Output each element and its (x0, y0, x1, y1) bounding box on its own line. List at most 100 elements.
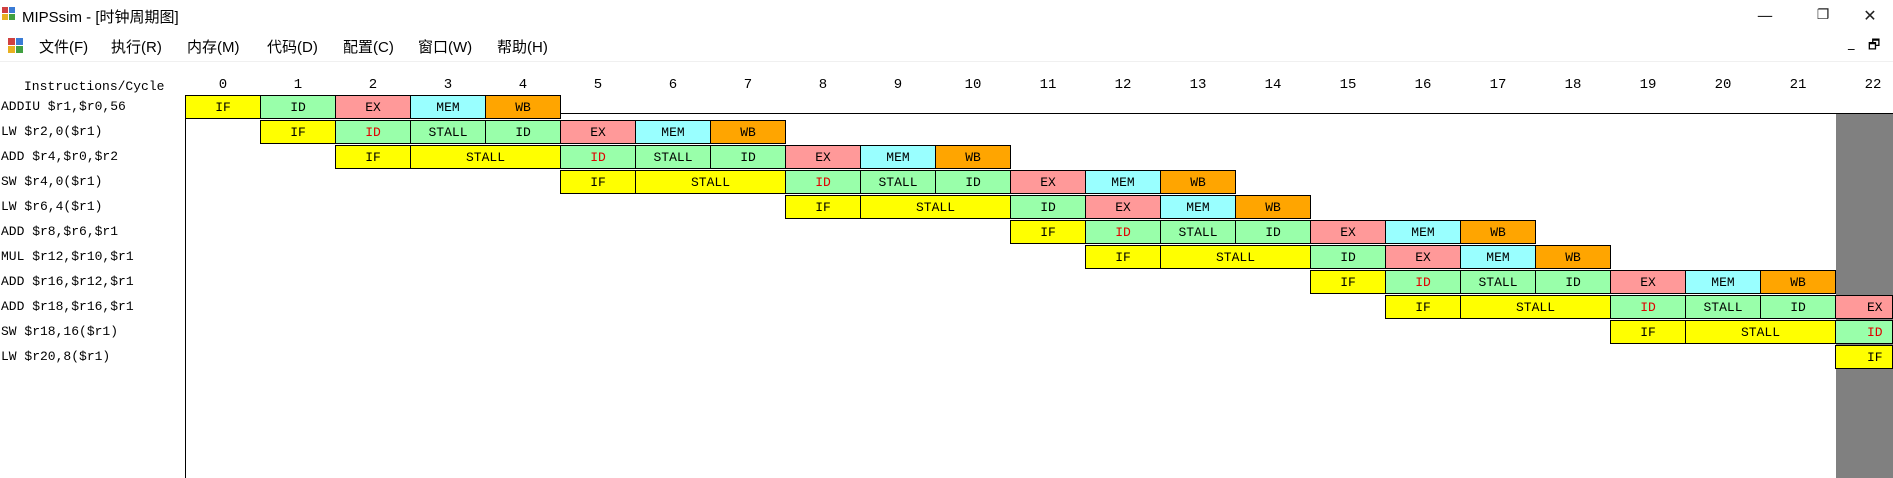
header-divider (186, 113, 1893, 114)
menu-bar: 文件(F) 执行(R) 内存(M) 代码(D) 配置(C) 窗口(W) 帮助(H… (0, 30, 1893, 62)
stage-ex-cell: EX (1085, 195, 1161, 219)
stage-mem-cell: MEM (635, 120, 711, 144)
stage-id-cell: ID (1310, 245, 1386, 269)
stage-if-cell: IF (1835, 345, 1893, 369)
stage-wb-cell: WB (1460, 220, 1536, 244)
cycle-number: 17 (1489, 77, 1507, 93)
stage-ex-cell: EX (1835, 295, 1893, 319)
stage-mem-cell: MEM (410, 95, 486, 119)
menu-file[interactable]: 文件(F) (39, 39, 89, 56)
instruction-label: LW $r2,0($r1) (1, 124, 103, 139)
stage-mem-cell: MEM (860, 145, 936, 169)
menu-config[interactable]: 配置(C) (343, 39, 394, 56)
menu-memory[interactable]: 内存(M) (187, 39, 240, 56)
cycle-number: 12 (1114, 77, 1132, 93)
instruction-label: MUL $r12,$r10,$r1 (1, 249, 134, 264)
stage-ex-cell: EX (1010, 170, 1086, 194)
stage-id-cell: ID (785, 170, 861, 194)
instruction-label: ADD $r16,$r12,$r1 (1, 274, 134, 289)
menu-code[interactable]: 代码(D) (267, 39, 318, 56)
stage-wb-cell: WB (1160, 170, 1236, 194)
maximize-button[interactable]: ❐ (1816, 7, 1830, 23)
stage-wb-cell: WB (1535, 245, 1611, 269)
stage-id-cell: ID (260, 95, 336, 119)
cycle-number: 22 (1864, 77, 1882, 93)
menu-window[interactable]: 窗口(W) (418, 39, 473, 56)
instruction-label: SW $r4,0($r1) (1, 174, 103, 189)
stage-mem-cell: MEM (1685, 270, 1761, 294)
stage-ex-cell: EX (335, 95, 411, 119)
stage-id-cell: ID (485, 120, 561, 144)
instruction-label: ADD $r18,$r16,$r1 (1, 299, 134, 314)
stage-stall-cell: STALL (1160, 220, 1236, 244)
stage-id-cell: ID (335, 120, 411, 144)
instruction-axis-divider (185, 113, 186, 478)
cycle-number: 15 (1339, 77, 1357, 93)
cycle-number: 0 (218, 77, 228, 93)
stage-ex-cell: EX (1610, 270, 1686, 294)
cycle-number: 3 (443, 77, 453, 93)
cycle-number: 10 (964, 77, 982, 93)
stage-ex-cell: EX (560, 120, 636, 144)
close-button[interactable]: ✕ (1863, 5, 1877, 25)
stage-id-cell: ID (1235, 220, 1311, 244)
cycle-number: 6 (668, 77, 678, 93)
stage-id-cell: ID (710, 145, 786, 169)
title-bar: MIPSsim - [时钟周期图] — ❐ ✕ (0, 0, 1893, 30)
stage-if-cell: IF (1010, 220, 1086, 244)
cycle-number: 4 (518, 77, 528, 93)
menu-icon[interactable] (8, 38, 24, 54)
cycle-number: 13 (1189, 77, 1207, 93)
stage-mem-cell: MEM (1085, 170, 1161, 194)
cycle-number: 1 (293, 77, 303, 93)
stage-if-cell: IF (1085, 245, 1161, 269)
menu-help[interactable]: 帮助(H) (497, 39, 548, 56)
cycle-number: 5 (593, 77, 603, 93)
stage-wb-cell: WB (1235, 195, 1311, 219)
stage-id-cell: ID (1610, 295, 1686, 319)
stage-id-cell: ID (1760, 295, 1836, 319)
cycle-number: 14 (1264, 77, 1282, 93)
window-title: MIPSsim - [时钟周期图] (22, 9, 179, 26)
cycle-number: 16 (1414, 77, 1432, 93)
stage-ex-cell: EX (1385, 245, 1461, 269)
minimize-button[interactable]: — (1757, 5, 1773, 25)
instruction-label: LW $r20,8($r1) (1, 349, 111, 364)
stage-if-cell: IF (1385, 295, 1461, 319)
cycle-number: 7 (743, 77, 753, 93)
stage-wb-cell: WB (710, 120, 786, 144)
stage-if-cell: IF (1310, 270, 1386, 294)
stage-id-cell: ID (1835, 320, 1893, 344)
stage-mem-cell: MEM (1385, 220, 1461, 244)
stage-stall-cell: STALL (1160, 245, 1311, 269)
cycle-number: 8 (818, 77, 828, 93)
stage-if-cell: IF (260, 120, 336, 144)
stage-if-cell: IF (1610, 320, 1686, 344)
instruction-label: SW $r18,16($r1) (1, 324, 119, 339)
cycle-number: 18 (1564, 77, 1582, 93)
cycle-number: 20 (1714, 77, 1732, 93)
instruction-label: LW $r6,4($r1) (1, 199, 103, 214)
stage-mem-cell: MEM (1160, 195, 1236, 219)
stage-stall-cell: STALL (1685, 295, 1761, 319)
stage-stall-cell: STALL (1460, 295, 1611, 319)
stage-id-cell: ID (1085, 220, 1161, 244)
cycle-number: 19 (1639, 77, 1657, 93)
cycle-number: 9 (893, 77, 903, 93)
mdi-restore-button[interactable]: 🗗 (1868, 38, 1881, 53)
stage-stall-cell: STALL (1460, 270, 1536, 294)
stage-if-cell: IF (785, 195, 861, 219)
stage-stall-cell: STALL (410, 145, 561, 169)
cycle-number: 11 (1039, 77, 1057, 93)
stage-id-cell: ID (560, 145, 636, 169)
stage-if-cell: IF (335, 145, 411, 169)
stage-if-cell: IF (185, 95, 261, 119)
stage-ex-cell: EX (785, 145, 861, 169)
app-icon[interactable] (2, 7, 16, 21)
instructions-cycle-header: Instructions/Cycle (24, 79, 165, 94)
cycle-number: 21 (1789, 77, 1807, 93)
menu-run[interactable]: 执行(R) (111, 39, 162, 56)
stage-id-cell: ID (935, 170, 1011, 194)
mdi-minimize-button[interactable]: _ (1848, 36, 1855, 51)
